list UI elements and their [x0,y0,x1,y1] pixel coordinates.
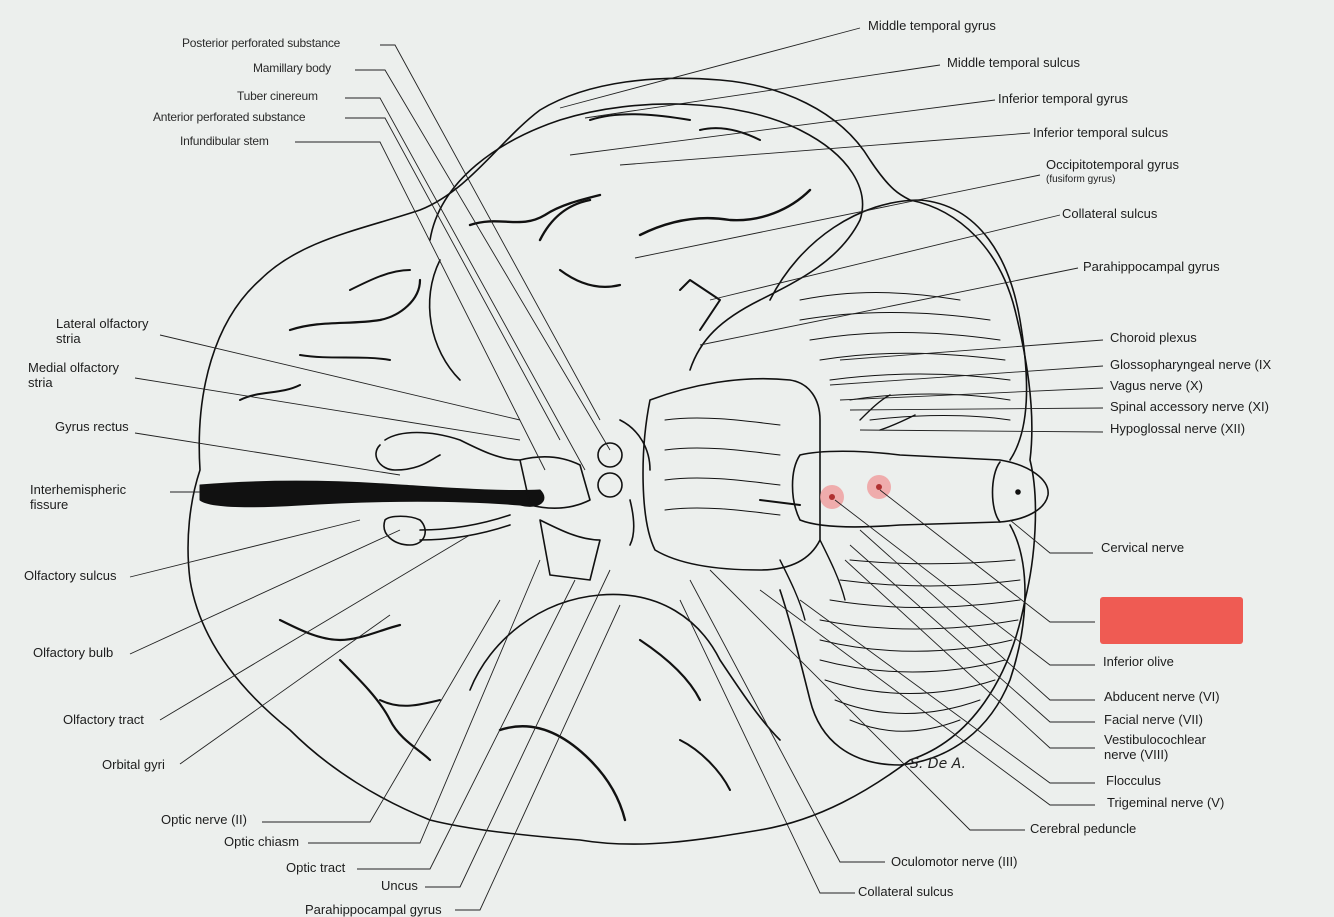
label-medial-olfactory-stria: Medial olfactory stria [28,360,119,390]
hidden-answer-box[interactable] [1100,597,1243,644]
optic-chiasm-outline [519,455,591,510]
label-infundibular-stem: Infundibular stem [180,134,269,148]
label-medial-olfactory-stria-line2: stria [28,375,53,390]
temporal-lobe-contour [429,103,864,371]
label-inferior-olive: Inferior olive [1103,654,1174,669]
label-vestibulocochlear-nerve-line1: Vestibulocochlear [1104,732,1206,747]
olfactory-bulb-outline [383,515,426,546]
label-parahippocampal-gyrus-right: Parahippocampal gyrus [1083,259,1220,274]
label-middle-temporal-sulcus: Middle temporal sulcus [947,55,1080,70]
label-occipitotemporal-gyrus-line1: Occipitotemporal gyrus [1046,157,1179,172]
pons-outline [642,377,821,571]
label-olfactory-bulb: Olfactory bulb [33,645,114,660]
label-orbital-gyri: Orbital gyri [102,757,165,772]
label-medial-olfactory-stria-line1: Medial olfactory [28,360,120,375]
label-occipitotemporal-gyrus: Occipitotemporal gyrus (fusiform gyrus) [1046,157,1179,187]
label-interhemispheric-fissure: Interhemispheric fissure [30,482,126,512]
label-mamillary-body: Mamillary body [253,61,331,75]
lower-temporal-lobe-contour [469,593,781,741]
label-vagus-nerve: Vagus nerve (X) [1110,378,1203,393]
label-tuber-cinereum: Tuber cinereum [237,89,318,103]
label-interhemispheric-fissure-line2: fissure [30,497,69,512]
label-lateral-olfactory-stria-line1: Lateral olfactory [56,316,149,331]
highlighted-points [820,475,891,509]
cerebellum-outline [769,199,1028,766]
leader-lines [129,27,1104,911]
artist-signature: S. De A. [910,756,966,772]
label-anterior-perforated-substance: Anterior perforated substance [153,110,306,124]
label-optic-nerve: Optic nerve (II) [161,812,247,827]
label-vestibulocochlear-nerve: Vestibulocochlear nerve (VIII) [1104,732,1206,762]
label-abducent-nerve: Abducent nerve (VI) [1104,689,1220,704]
label-collateral-sulcus-right: Collateral sulcus [1062,206,1158,221]
label-oculomotor-nerve: Oculomotor nerve (III) [891,854,1018,869]
mamillary-body [597,442,623,468]
label-trigeminal-nerve: Trigeminal nerve (V) [1107,795,1225,810]
label-fusiform-gyrus: (fusiform gyrus) [1046,174,1116,185]
label-olfactory-sulcus: Olfactory sulcus [24,568,117,583]
label-lateral-olfactory-stria-line2: stria [56,331,81,346]
medulla-outline [791,450,1049,528]
label-choroid-plexus: Choroid plexus [1110,330,1197,345]
label-olfactory-tract: Olfactory tract [63,712,144,727]
label-glossopharyngeal-nerve: Glossopharyngeal nerve (IX [1110,357,1272,372]
label-cerebral-peduncle: Cerebral peduncle [1030,821,1137,836]
label-spinal-accessory-nerve: Spinal accessory nerve (XI) [1110,399,1269,414]
label-vestibulocochlear-nerve-line2: nerve (VIII) [1104,747,1169,762]
label-gyrus-rectus: Gyrus rectus [55,419,129,434]
label-inferior-temporal-sulcus: Inferior temporal sulcus [1033,125,1169,140]
label-uncus: Uncus [381,878,418,893]
label-optic-chiasm: Optic chiasm [224,834,300,849]
label-cervical-nerve: Cervical nerve [1101,540,1185,555]
label-hypoglossal-nerve: Hypoglossal nerve (XII) [1110,421,1246,436]
label-middle-temporal-gyrus: Middle temporal gyrus [868,18,996,33]
label-collateral-sulcus-bottom: Collateral sulcus [858,884,954,899]
gyrus-rectus-outline [384,431,521,461]
interhemispheric-fissure [199,480,545,508]
label-inferior-temporal-gyrus: Inferior temporal gyrus [998,91,1129,106]
label-facial-nerve: Facial nerve (VII) [1104,712,1203,727]
label-optic-tract: Optic tract [286,860,346,875]
label-flocculus: Flocculus [1106,773,1161,788]
label-lateral-olfactory-stria: Lateral olfactory stria [56,316,149,346]
label-parahippocampal-gyrus-bottom: Parahippocampal gyrus [305,902,442,917]
label-posterior-perforated-substance: Posterior perforated substance [182,36,341,50]
label-interhemispheric-fissure-line1: Interhemispheric [30,482,127,497]
cerebrum-outline [187,77,1037,845]
